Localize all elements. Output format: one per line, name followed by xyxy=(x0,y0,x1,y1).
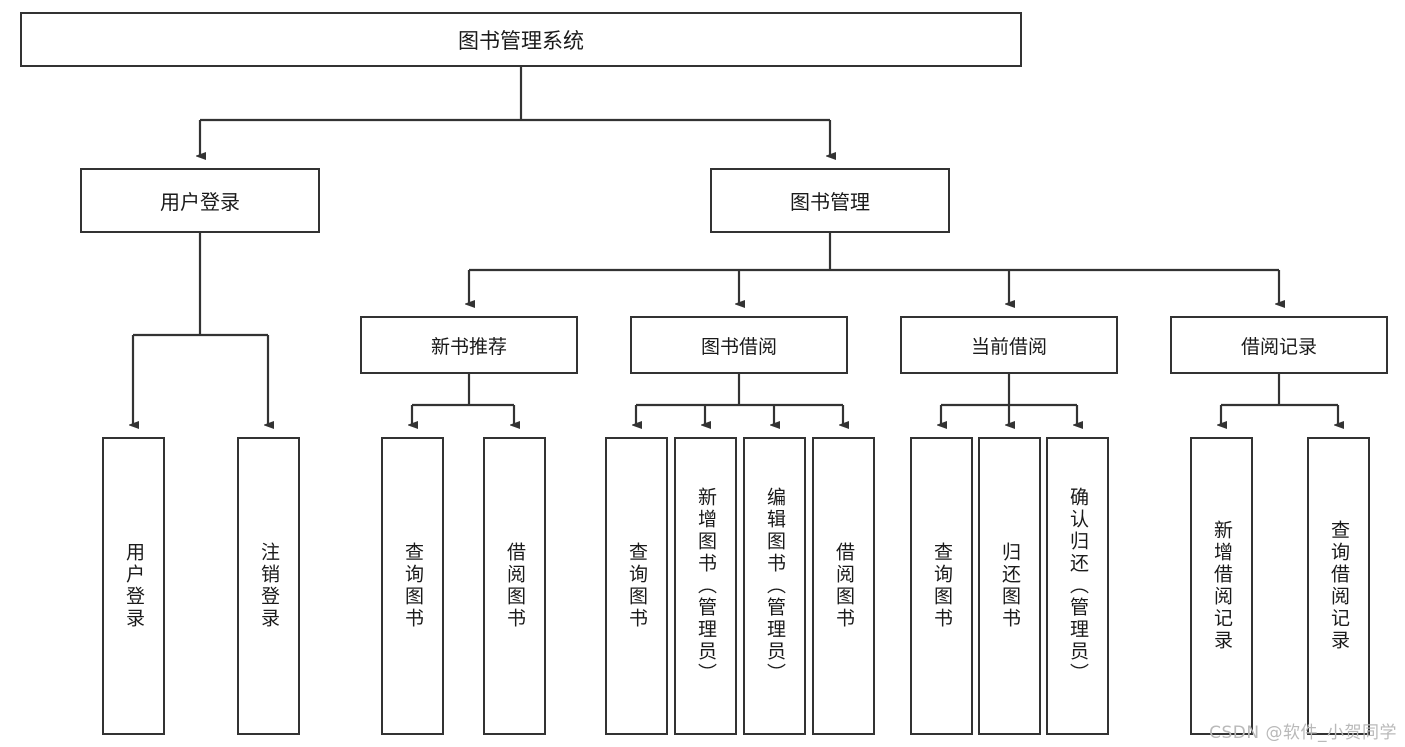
node-leaf-borrow-book-2-label: 借阅图书 xyxy=(833,542,855,630)
node-leaf-user-login-label: 用户登录 xyxy=(123,542,145,630)
node-leaf-add-book-label: 新增图书（管理员） xyxy=(695,487,717,685)
node-new-book-recommend[interactable]: 新书推荐 xyxy=(360,316,578,374)
node-root-label: 图书管理系统 xyxy=(458,28,584,53)
node-leaf-confirm-return-label: 确认归还（管理员） xyxy=(1067,487,1089,685)
node-book-management[interactable]: 图书管理 xyxy=(710,168,950,233)
node-leaf-query-book-2[interactable]: 查询图书 xyxy=(605,437,668,735)
node-leaf-borrow-book-1-label: 借阅图书 xyxy=(504,542,526,630)
node-leaf-confirm-return[interactable]: 确认归还（管理员） xyxy=(1046,437,1109,735)
node-leaf-query-book-2-label: 查询图书 xyxy=(626,542,648,630)
node-book-borrow[interactable]: 图书借阅 xyxy=(630,316,848,374)
node-book-borrow-label: 图书借阅 xyxy=(700,335,777,358)
node-leaf-query-record[interactable]: 查询借阅记录 xyxy=(1307,437,1370,735)
node-borrow-record[interactable]: 借阅记录 xyxy=(1170,316,1388,374)
node-leaf-add-record-label: 新增借阅记录 xyxy=(1211,520,1233,652)
node-root[interactable]: 图书管理系统 xyxy=(20,12,1022,67)
node-leaf-return-book[interactable]: 归还图书 xyxy=(978,437,1041,735)
node-leaf-logout-login[interactable]: 注销登录 xyxy=(237,437,300,735)
node-leaf-edit-book[interactable]: 编辑图书（管理员） xyxy=(743,437,806,735)
node-book-management-label: 图书管理 xyxy=(790,190,870,214)
node-leaf-query-record-label: 查询借阅记录 xyxy=(1328,520,1350,652)
node-user-login-label: 用户登录 xyxy=(160,190,240,214)
node-leaf-borrow-book-1[interactable]: 借阅图书 xyxy=(483,437,546,735)
node-leaf-logout-login-label: 注销登录 xyxy=(258,542,280,630)
node-new-book-recommend-label: 新书推荐 xyxy=(430,335,507,358)
node-leaf-query-book-1[interactable]: 查询图书 xyxy=(381,437,444,735)
node-current-borrow-label: 当前借阅 xyxy=(970,335,1047,358)
node-leaf-query-book-3-label: 查询图书 xyxy=(931,542,953,630)
node-current-borrow[interactable]: 当前借阅 xyxy=(900,316,1118,374)
node-leaf-add-record[interactable]: 新增借阅记录 xyxy=(1190,437,1253,735)
watermark: CSDN @软件_小贺同学 xyxy=(1209,723,1397,743)
node-borrow-record-label: 借阅记录 xyxy=(1240,335,1317,358)
node-leaf-add-book[interactable]: 新增图书（管理员） xyxy=(674,437,737,735)
node-leaf-return-book-label: 归还图书 xyxy=(999,542,1021,630)
node-leaf-edit-book-label: 编辑图书（管理员） xyxy=(764,487,786,685)
node-leaf-query-book-1-label: 查询图书 xyxy=(402,542,424,630)
node-user-login[interactable]: 用户登录 xyxy=(80,168,320,233)
node-leaf-borrow-book-2[interactable]: 借阅图书 xyxy=(812,437,875,735)
node-leaf-user-login[interactable]: 用户登录 xyxy=(102,437,165,735)
node-leaf-query-book-3[interactable]: 查询图书 xyxy=(910,437,973,735)
